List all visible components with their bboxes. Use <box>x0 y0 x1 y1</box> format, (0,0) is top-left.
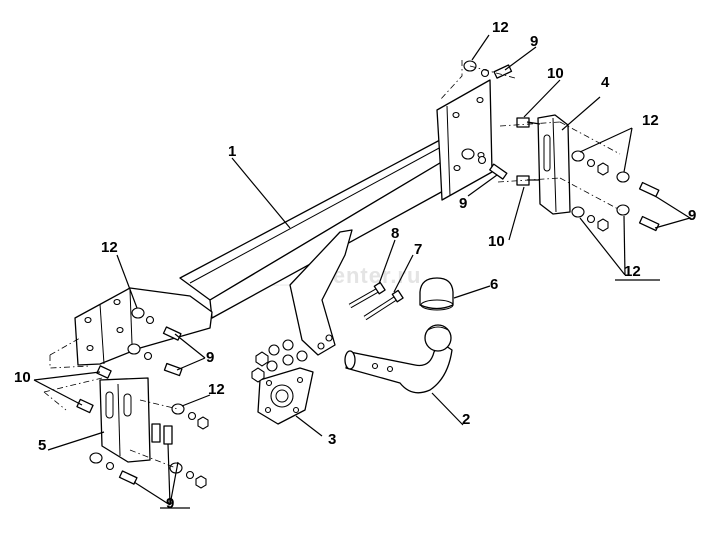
callout-labels: 1 2 3 4 5 6 7 8 9 9 9 9 9 10 10 10 12 12… <box>14 19 696 512</box>
label-bolt-9-left: 9 <box>206 349 214 366</box>
label-bolt-9-top: 9 <box>530 33 538 50</box>
right-bracket <box>537 114 571 215</box>
label-bolt-10-top: 10 <box>547 65 564 82</box>
label-bolt-7: 7 <box>414 241 422 258</box>
ball-cap <box>419 277 454 311</box>
label-ball-arm: 2 <box>462 411 470 428</box>
label-bolt-9-mid: 9 <box>459 195 467 212</box>
left-fasteners <box>76 307 209 489</box>
bolt-8 <box>348 281 386 309</box>
center-fastener-cluster <box>251 339 308 383</box>
label-socket-plate: 3 <box>328 431 336 448</box>
label-frame: 1 <box>228 143 236 160</box>
label-ball-cap: 6 <box>490 276 498 293</box>
label-right-bracket: 4 <box>601 74 610 91</box>
label-bolt-9-right: 9 <box>688 207 696 224</box>
leader-lines <box>33 34 691 509</box>
label-bolt-10-mid: 10 <box>488 233 505 250</box>
socket-plate <box>257 367 314 425</box>
label-washer-12-right-lower: 12 <box>624 263 641 280</box>
bolt-7 <box>363 289 404 321</box>
label-washer-12-left-mid: 12 <box>208 381 225 398</box>
label-bolt-9-bottom: 9 <box>166 495 174 512</box>
left-bracket <box>99 377 151 463</box>
label-left-bracket: 5 <box>38 437 46 454</box>
label-bolt-8: 8 <box>391 225 399 242</box>
label-washer-12-left-top: 12 <box>101 239 118 256</box>
ball-arm <box>344 324 453 394</box>
label-washer-12-right-upper: 12 <box>642 112 659 129</box>
right-fasteners <box>461 60 660 232</box>
crossbeam-frame <box>74 79 493 366</box>
label-washer-12-top: 12 <box>492 19 509 36</box>
label-bolt-10-left: 10 <box>14 369 31 386</box>
